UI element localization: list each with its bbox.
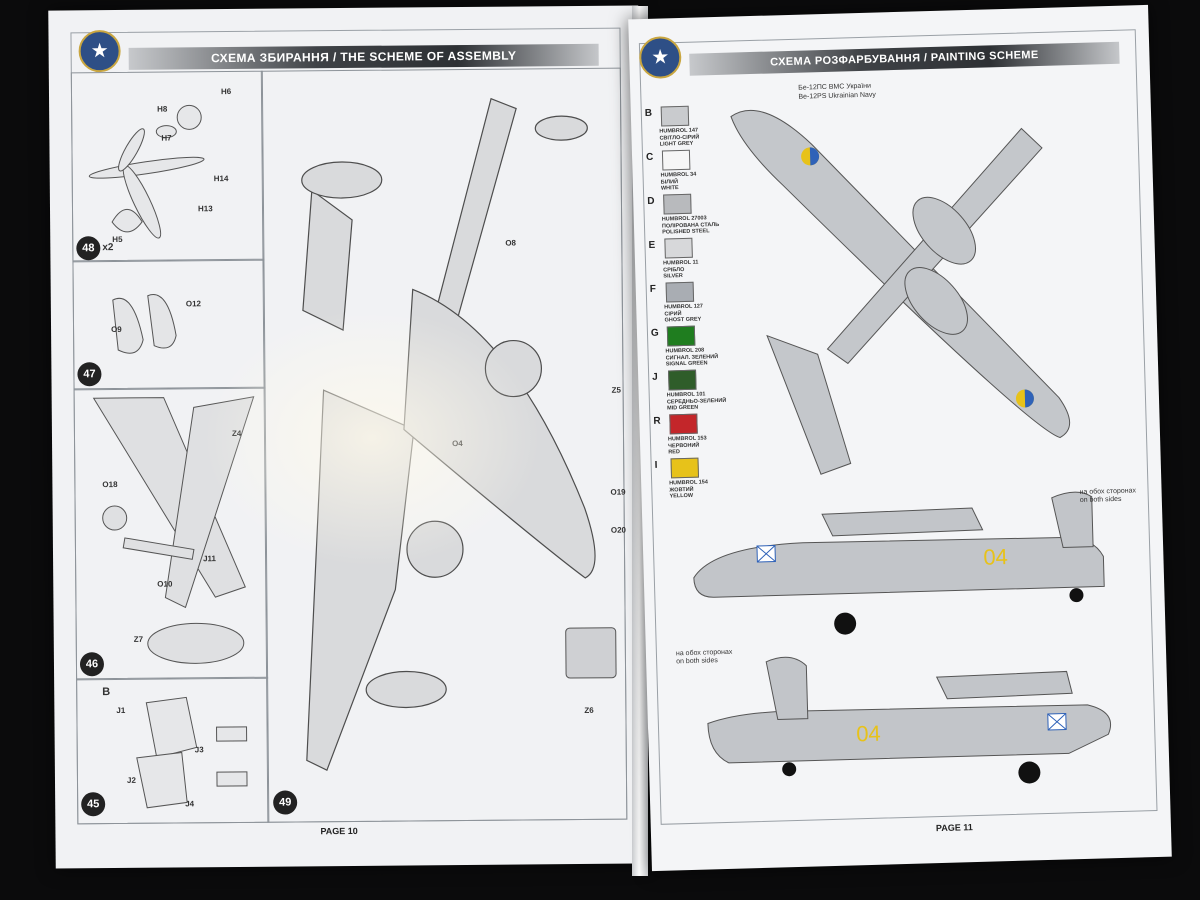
- paint-en: WHITE: [660, 185, 679, 192]
- part-o8: O8: [505, 238, 517, 248]
- paint-letter: D: [647, 195, 655, 207]
- part-j11: J11: [203, 554, 217, 564]
- paint-color-chip: [666, 325, 696, 347]
- painting-page: ★ СХЕМА РОЗФАРБУВАННЯ / PAINTING SCHEME …: [628, 4, 1172, 872]
- both-sides-note-left: на обох сторонах on both sides: [675, 648, 733, 666]
- part-o18: O18: [102, 480, 118, 490]
- flap-drawing: [136, 696, 248, 809]
- part-o20: O20: [610, 525, 626, 535]
- part-o10: O10: [157, 579, 173, 589]
- page-number-left: PAGE 10: [320, 825, 358, 837]
- paint-color-chip: [665, 281, 695, 303]
- paint-color-chip: [663, 193, 692, 215]
- part-j2: J2: [126, 775, 136, 785]
- paint-letter: B: [644, 107, 653, 119]
- part-o9: O9: [111, 324, 122, 335]
- both-sides-note-right: на обох сторонах on both sides: [1079, 487, 1137, 505]
- paint-color-chip: [660, 105, 690, 127]
- paint-en: POLISHED STEEL: [662, 228, 710, 236]
- paint-en: MID GREEN: [667, 404, 699, 412]
- part-z5: Z5: [611, 385, 621, 395]
- paint-color-chip: [664, 237, 693, 259]
- side-number-right: 04: [983, 544, 1009, 570]
- propeller-drawing: [88, 104, 205, 239]
- paint-color-chip: [668, 369, 697, 391]
- side-view-left: [707, 656, 1112, 784]
- paint-en: SILVER: [663, 273, 683, 280]
- brand-logo-left: ★: [78, 29, 121, 73]
- paint-letter: C: [645, 151, 654, 163]
- page-number-right: PAGE 11: [935, 822, 973, 834]
- part-h8: H8: [157, 104, 168, 114]
- paint-color-chip: [670, 457, 700, 479]
- paint-en: RED: [668, 449, 681, 456]
- assembly-header: СХЕМА ЗБИРАННЯ / THE SCHEME OF ASSEMBLY: [128, 43, 599, 70]
- top-view-aircraft: [730, 109, 1071, 475]
- side-number-left: 04: [855, 720, 882, 747]
- part-j1: J1: [116, 705, 126, 716]
- part-h6: H6: [220, 86, 232, 97]
- part-j4: J4: [185, 799, 195, 809]
- part-z7: Z7: [133, 634, 144, 644]
- paint-en: GHOST GREY: [664, 316, 702, 324]
- paint-color-chip: [669, 413, 698, 435]
- part-h5: H5: [112, 234, 123, 245]
- paint-letter: E: [648, 239, 656, 251]
- paint-letter: R: [653, 415, 661, 427]
- wing-float-drawing: [112, 294, 177, 354]
- paint-en: LIGHT GREY: [659, 140, 694, 148]
- part-j3: J3: [194, 745, 204, 755]
- part-h7: H7: [161, 133, 172, 143]
- part-h14: H14: [213, 174, 229, 184]
- assembly-page: ★ СХЕМА ЗБИРАННЯ / THE SCHEME OF ASSEMBL…: [48, 5, 646, 869]
- side-view-right: [693, 491, 1105, 635]
- paint-letter: F: [649, 283, 657, 295]
- paint-color-chip: [661, 149, 691, 171]
- part-z6: Z6: [584, 705, 594, 715]
- paint-en: SIGNAL GREEN: [665, 360, 708, 368]
- part-o12: O12: [185, 299, 201, 309]
- paint-letter: I: [654, 459, 658, 471]
- part-o19: O19: [610, 487, 626, 497]
- paint-letter: J: [652, 371, 658, 383]
- part-h13: H13: [197, 204, 213, 214]
- paint-letter: G: [650, 327, 659, 339]
